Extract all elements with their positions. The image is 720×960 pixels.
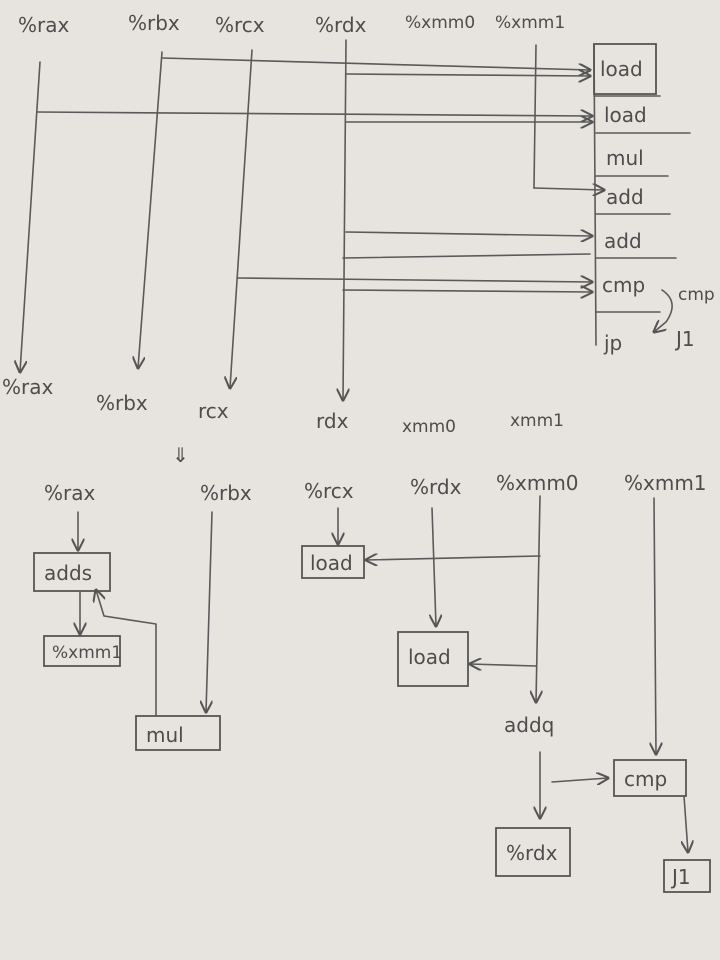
side-label-cmp: cmp bbox=[678, 285, 715, 305]
node-j1-box bbox=[663, 859, 711, 893]
op-add1: add bbox=[606, 185, 644, 209]
rdx-to-load1 bbox=[345, 74, 590, 76]
bot-reg-rax: %rax bbox=[44, 481, 95, 505]
node-mul-group: mul bbox=[96, 511, 221, 751]
top-register-lines bbox=[20, 39, 537, 400]
xmm1-to-add1 bbox=[533, 188, 604, 190]
node-cmp: cmp bbox=[624, 767, 667, 791]
rbx-to-mul bbox=[206, 511, 213, 712]
node-load2: load bbox=[408, 645, 451, 669]
side-label-j1: J1 bbox=[674, 327, 695, 351]
node-xmm1-out-box bbox=[43, 635, 121, 667]
top-reg-xmm0: %xmm0 bbox=[405, 13, 475, 33]
node-load1-box bbox=[301, 545, 365, 579]
bot-reg-rbx: %rbx bbox=[200, 481, 252, 505]
op-load1: load bbox=[600, 57, 643, 81]
op-cmp: cmp bbox=[602, 273, 645, 297]
node-mul-box bbox=[135, 715, 221, 751]
rdx-to-add2 bbox=[345, 232, 592, 236]
node-addq-group: addq %rdx bbox=[366, 495, 608, 877]
node-cmp-group: cmp J1 bbox=[613, 497, 711, 893]
rbx-to-load1 bbox=[161, 57, 590, 70]
op-add2: add bbox=[604, 229, 642, 253]
rdx-loop-top bbox=[342, 253, 591, 259]
rcx-to-cmp bbox=[237, 278, 592, 282]
node-adds-box bbox=[33, 552, 111, 592]
bottom-register-headers: %rax %rbx %rcx %rdx %xmm0 %xmm1 bbox=[44, 471, 707, 505]
out-xmm0: xmm0 bbox=[402, 417, 456, 437]
top-reg-rbx: %rbx bbox=[128, 11, 180, 35]
node-mul: mul bbox=[146, 723, 184, 747]
xmm1-to-cmp bbox=[654, 497, 656, 754]
rbx-line bbox=[138, 51, 163, 368]
node-rdx-out: %rdx bbox=[506, 841, 558, 865]
top-outputs: %rax %rbx rcx rdx xmm0 xmm1 bbox=[2, 375, 564, 437]
bot-reg-rdx: %rdx bbox=[410, 475, 462, 499]
op-load1-box bbox=[593, 43, 657, 95]
top-reg-xmm1: %xmm1 bbox=[495, 13, 565, 33]
node-load1: load bbox=[310, 551, 353, 575]
transition-arrow: ⇓ bbox=[172, 443, 189, 467]
rax-line bbox=[20, 61, 41, 372]
rcx-line bbox=[230, 49, 253, 388]
xmm0-to-addq bbox=[536, 495, 540, 702]
xmm1-line bbox=[533, 44, 537, 189]
out-xmm1: xmm1 bbox=[510, 411, 564, 431]
rdx-to-cmp bbox=[342, 290, 592, 292]
rax-to-load2 bbox=[37, 112, 592, 116]
node-rdx-out-box bbox=[495, 827, 571, 877]
top-reg-rdx: %rdx bbox=[315, 13, 367, 37]
out-rax: %rax bbox=[2, 375, 53, 399]
cmp-to-j1 bbox=[684, 795, 688, 852]
out-rdx: rdx bbox=[316, 409, 349, 433]
node-j1: J1 bbox=[670, 865, 691, 889]
bot-reg-xmm1: %xmm1 bbox=[624, 471, 707, 495]
node-xmm1-out: %xmm1 bbox=[52, 643, 122, 663]
node-adds-group: adds %xmm1 bbox=[33, 511, 122, 667]
bot-reg-rcx: %rcx bbox=[304, 479, 354, 503]
node-load2-group: load bbox=[397, 507, 469, 687]
top-instruction-stack: load load mul add add cmp jp cmp J1 bbox=[593, 43, 715, 355]
op-jp: jp bbox=[603, 331, 622, 355]
op-load2: load bbox=[604, 103, 647, 127]
out-rbx: %rbx bbox=[96, 391, 148, 415]
node-addq: addq bbox=[504, 713, 554, 737]
addq-to-cmp bbox=[551, 778, 608, 782]
cmp-to-j1-arrow bbox=[654, 289, 673, 332]
node-load1-group: load bbox=[301, 507, 365, 579]
xmm0-to-load1 bbox=[366, 556, 541, 560]
rdx-to-load2 bbox=[432, 507, 436, 626]
xmm0-to-load2 bbox=[470, 664, 537, 666]
top-reg-rax: %rax bbox=[18, 13, 69, 37]
top-connections bbox=[37, 57, 604, 292]
mul-to-adds bbox=[96, 590, 157, 717]
bot-reg-xmm0: %xmm0 bbox=[496, 471, 579, 495]
node-cmp-box bbox=[613, 759, 687, 797]
node-load2-box bbox=[397, 631, 469, 687]
rdx-line bbox=[343, 39, 346, 400]
top-reg-rcx: %rcx bbox=[215, 13, 265, 37]
top-register-headers: %rax %rbx %rcx %rdx %xmm0 %xmm1 bbox=[18, 11, 565, 37]
out-rcx: rcx bbox=[198, 399, 229, 423]
node-adds: adds bbox=[44, 561, 92, 585]
op-mul: mul bbox=[606, 146, 644, 170]
